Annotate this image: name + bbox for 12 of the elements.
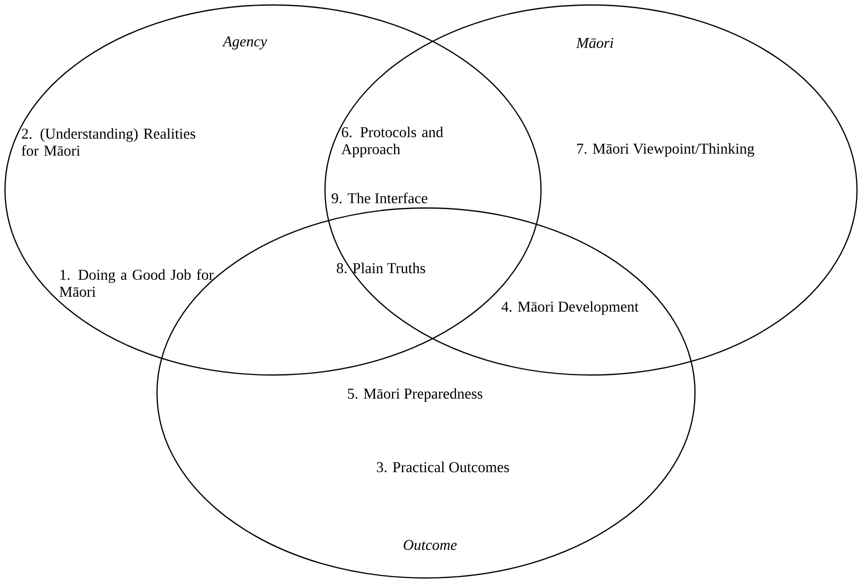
region-label: 3. Practical Outcomes [376, 462, 509, 472]
region-label: 8. Plain Truths [336, 262, 426, 274]
region-label: 5. Māori Preparedness [348, 388, 482, 402]
set-heading: Māori [576, 38, 614, 48]
region-label: 1. Doing a Good Job for Māori [60, 269, 214, 297]
region-label: 4. Māori Development [502, 301, 639, 315]
region-label: 2. (Understanding) Realities for Māori [22, 128, 196, 156]
set-heading: Outcome [404, 540, 457, 550]
set-heading: Agency [222, 36, 268, 50]
region-label: 7. Māori Viewpoint/Thinking [577, 143, 754, 157]
region-label: 9. The Interface [332, 192, 428, 204]
region-label: 6. Protocols and Approach [341, 126, 444, 158]
